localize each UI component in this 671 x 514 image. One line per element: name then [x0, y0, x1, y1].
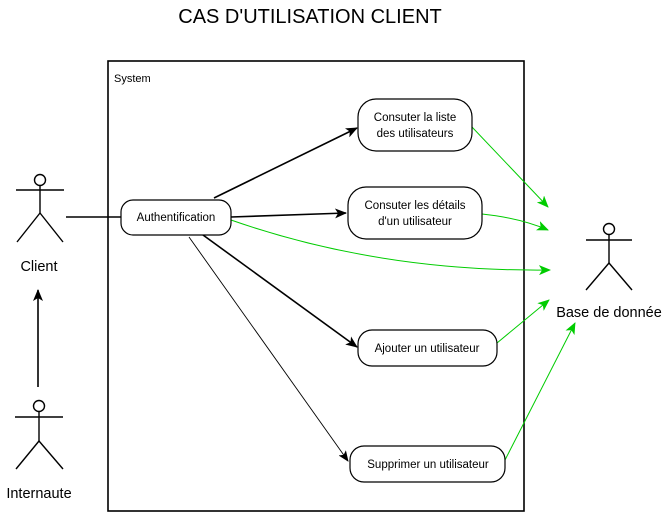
auth-to-delete-arrow [188, 236, 349, 462]
use-case-authentification[interactable]: Authentification [120, 199, 232, 236]
use-case-label: Supprimer un utilisateur [367, 459, 489, 471]
diagram-title: CAS D'UTILISATION CLIENT [178, 6, 442, 28]
use-case-label-line1: Consuter les détails [365, 200, 466, 212]
auth-to-db-arrow [230, 219, 551, 276]
auth-to-details-arrow [230, 208, 347, 219]
actor-label: Internaute [6, 486, 71, 502]
use-case-label-line2: des utilisateurs [377, 128, 454, 140]
auth-to-list-arrow [213, 127, 358, 199]
use-case-consulter-liste[interactable]: Consuter la liste des utilisateurs [357, 98, 473, 152]
system-label: System [114, 73, 151, 85]
stick-figure-icon [16, 173, 64, 243]
use-case-label: Authentification [137, 212, 216, 224]
actor-database[interactable]: Base de donnée [556, 222, 662, 322]
use-case-label-line1: Consuter la liste [374, 112, 456, 124]
actor-internaute[interactable]: Internaute [6, 399, 72, 503]
use-case-supprimer-utilisateur[interactable]: Supprimer un utilisateur [349, 445, 506, 483]
use-case-label-line2: d'un utilisateur [378, 216, 452, 228]
actor-label: Client [20, 259, 57, 275]
list-to-db-arrow [471, 126, 549, 208]
delete-to-db-arrow [504, 322, 576, 461]
stick-figure-icon [585, 222, 633, 291]
add-to-db-arrow [496, 299, 550, 344]
use-case-consulter-details[interactable]: Consuter les détails d'un utilisateur [347, 186, 483, 240]
actor-client[interactable]: Client [16, 173, 64, 276]
actor-label: Base de donnée [556, 305, 662, 321]
use-case-label: Ajouter un utilisateur [375, 343, 480, 355]
details-to-db-arrow [481, 213, 549, 231]
use-case-ajouter-utilisateur[interactable]: Ajouter un utilisateur [357, 329, 498, 367]
system-boundary [107, 60, 525, 512]
stick-figure-icon [15, 399, 64, 470]
auth-to-add-arrow [202, 234, 358, 348]
